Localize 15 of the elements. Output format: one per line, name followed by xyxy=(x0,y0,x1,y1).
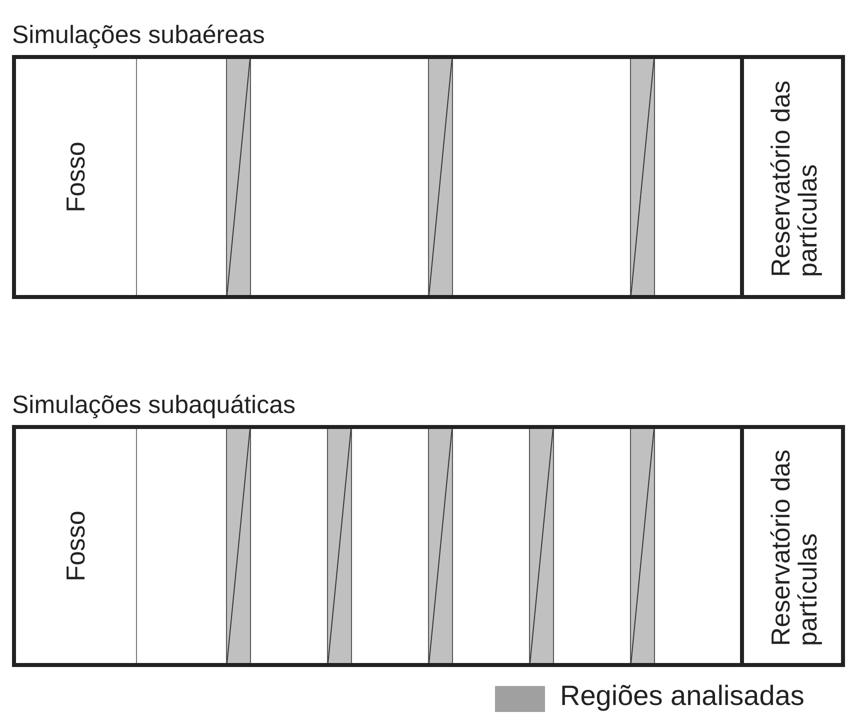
analysed-region-strip xyxy=(226,429,251,663)
analysed-region-strip xyxy=(529,429,554,663)
analysed-region-strip xyxy=(226,59,251,295)
section-label: Reservatório das partículas xyxy=(767,448,822,646)
section-label: Fosso xyxy=(62,142,90,212)
analysed-region-strip xyxy=(428,59,453,295)
section-label: Fosso xyxy=(62,510,90,582)
analysed-region-strip xyxy=(327,429,352,663)
section-heading: Simulações subaquáticas xyxy=(12,391,296,420)
analysed-region-strip xyxy=(630,59,655,295)
legend-label: Regiões analisadas xyxy=(560,680,804,712)
section-heading: Simulações subaéreas xyxy=(12,21,265,50)
analysed-region-strip xyxy=(630,429,655,663)
analysed-region-strip xyxy=(428,429,453,663)
section-label: Reservatório das partículas xyxy=(767,79,822,277)
